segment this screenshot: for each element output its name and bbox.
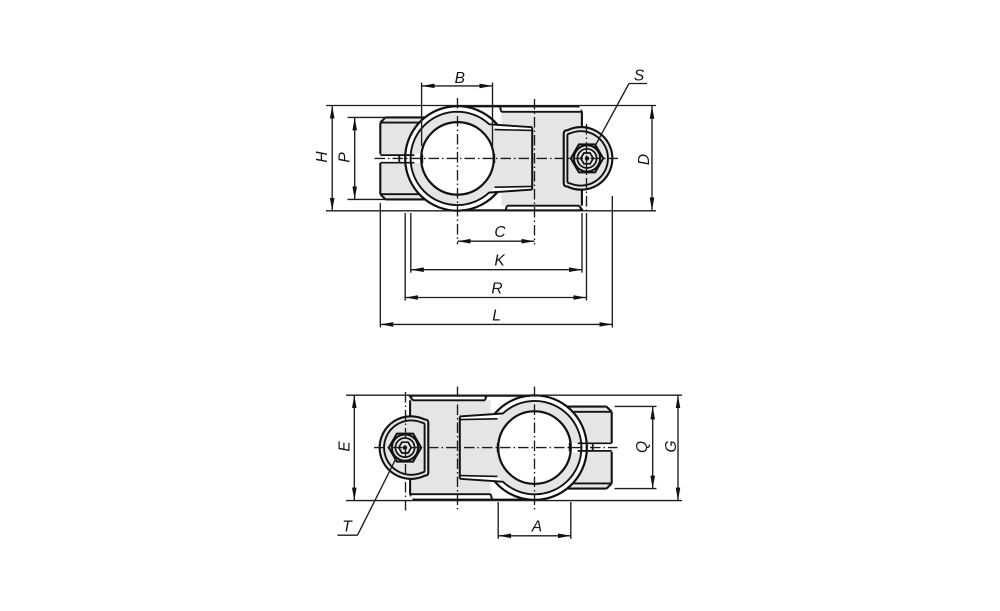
svg-text:E: E [336, 441, 353, 452]
svg-text:B: B [455, 70, 465, 87]
svg-text:Q: Q [634, 441, 651, 453]
svg-text:S: S [634, 68, 645, 85]
svg-text:T: T [342, 518, 353, 535]
svg-text:G: G [663, 440, 680, 452]
svg-text:D: D [636, 154, 653, 165]
svg-text:A: A [531, 518, 542, 535]
svg-text:L: L [492, 307, 501, 324]
svg-text:H: H [314, 151, 331, 163]
svg-text:K: K [494, 253, 505, 270]
svg-text:C: C [494, 224, 506, 241]
svg-text:P: P [336, 152, 353, 163]
svg-text:R: R [491, 280, 502, 297]
